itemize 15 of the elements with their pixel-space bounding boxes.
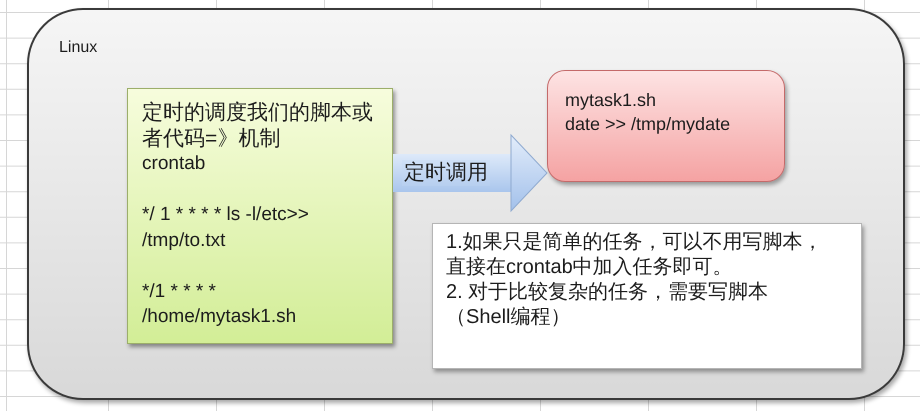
note-text: 2. 对于比较复杂的任务，需要写脚本（Shell编程） <box>446 280 768 330</box>
group-label: Linux <box>59 38 98 58</box>
description-text: 定时的调度我们的脚本或者代码=》机制 <box>142 100 373 151</box>
rounded-box <box>547 70 785 182</box>
command-name: crontab <box>142 152 206 176</box>
text-box <box>127 88 393 344</box>
crontab-entry: */1 * * * * /home/mytask1.sh <box>142 280 296 329</box>
note-text: 1.如果只是简单的任务，可以不用写脚本，直接在crontab中加入任务即可。 <box>446 230 823 280</box>
note-box <box>432 223 862 369</box>
command-text: date >> /tmp/mydate <box>565 113 730 136</box>
crontab-entry: */ 1 * * * * ls -l/etc>> /tmp/to.txt <box>142 203 309 252</box>
group-box <box>27 8 905 400</box>
edge-label: 定时调用 <box>402 160 490 186</box>
file-name: mytask1.sh <box>565 89 656 112</box>
block-arrow <box>393 134 548 212</box>
